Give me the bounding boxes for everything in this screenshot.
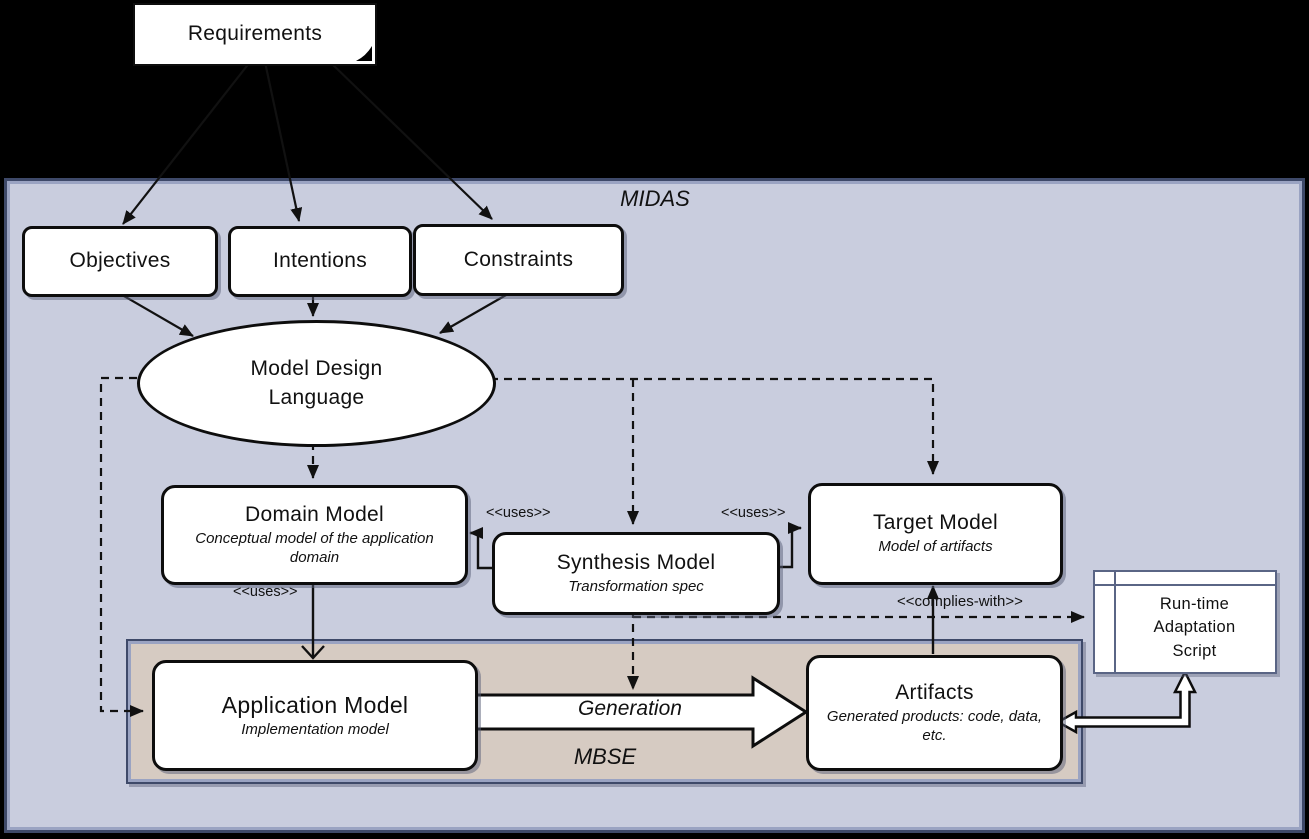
uses-label-synthesis-domain: <<uses>> [486, 505, 551, 521]
edge-mdl-target-dashed [490, 377, 939, 475]
edge-domain-application-arrowhead [301, 645, 325, 660]
artifacts-title: Artifacts [895, 681, 974, 705]
runtime-adaptation-script-node: Run-time Adaptation Script [1093, 570, 1277, 674]
edge-mdl-application-dashed [99, 376, 144, 717]
generation-label: Generation [578, 697, 682, 720]
requirements-label: Requirements [187, 22, 323, 46]
domain-model-node: Domain Model Conceptual model of the app… [161, 485, 468, 585]
edge-objectives-mdl [116, 291, 194, 337]
artifacts-runtime-double-arrow [1055, 669, 1198, 735]
synthesis-model-subtitle: Transformation spec [568, 577, 704, 595]
artifacts-node: Artifacts Generated products: code, data… [806, 655, 1063, 771]
target-model-title: Target Model [873, 511, 998, 535]
midas-panel-label: MIDAS [620, 186, 690, 211]
model-design-language-label: Model Design Language [250, 357, 383, 409]
edge-synthesis-target [774, 522, 802, 569]
uses-label-synthesis-target: <<uses>> [721, 505, 786, 521]
uses-label-domain-application: <<uses>> [233, 584, 298, 600]
mbse-panel-label: MBSE [573, 744, 637, 769]
application-model-node: Application Model Implementation model [152, 660, 478, 771]
requirements-node: Requirements [133, 3, 377, 66]
objectives-node: Objectives [22, 226, 218, 297]
constraints-node: Constraints [413, 224, 624, 296]
domain-model-title: Domain Model [245, 503, 384, 527]
edge-requirements-objectives [122, 61, 251, 225]
synthesis-model-node: Synthesis Model Transformation spec [492, 532, 780, 615]
edge-synthesis-domain [469, 527, 492, 570]
complies-with-label: <<complies-with>> [897, 593, 1023, 610]
application-model-title: Application Model [221, 691, 409, 718]
synthesis-model-title: Synthesis Model [556, 550, 716, 574]
artifacts-subtitle: Generated products: code, data, etc. [826, 708, 1043, 744]
intentions-label: Intentions [272, 249, 368, 273]
domain-model-subtitle: Conceptual model of the application doma… [195, 530, 434, 566]
application-model-subtitle: Implementation model [241, 721, 389, 739]
edge-requirements-constraints [329, 61, 493, 220]
runtime-adaptation-script-label: Run-time Adaptation Script [1153, 595, 1236, 660]
target-model-subtitle: Model of artifacts [878, 538, 993, 556]
constraints-label: Constraints [463, 247, 574, 271]
edge-requirements-intentions [263, 61, 303, 222]
objectives-label: Objectives [69, 249, 171, 273]
generation-block-arrow [470, 675, 809, 749]
target-model-node: Target Model Model of artifacts [808, 483, 1063, 585]
intentions-node: Intentions [228, 226, 412, 297]
edge-constraints-mdl [439, 290, 514, 334]
model-design-language-node: Model Design Language [137, 320, 496, 447]
